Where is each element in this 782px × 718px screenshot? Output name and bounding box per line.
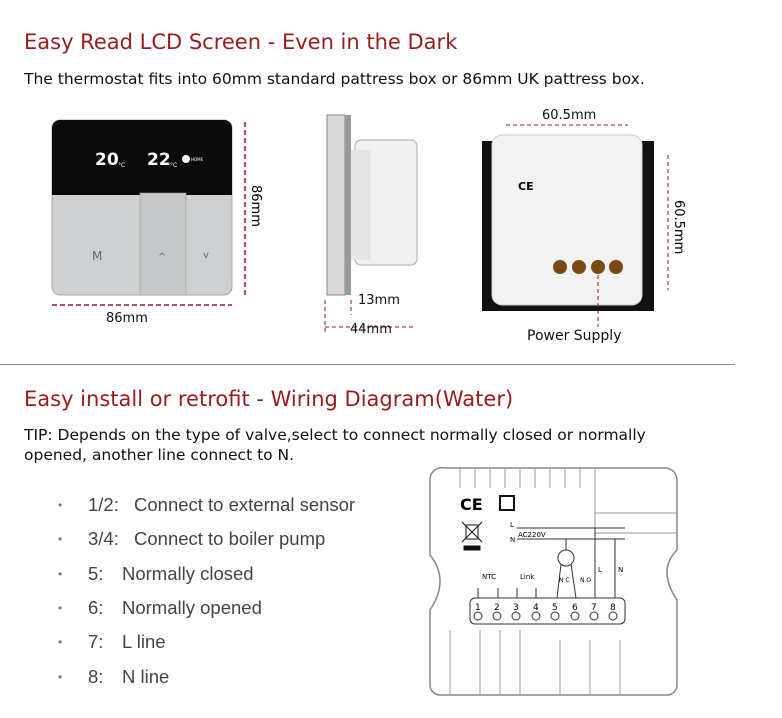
terminal-number: 1/2:: [88, 494, 119, 516]
line-l-label: L: [598, 566, 602, 574]
n-label: N: [510, 536, 515, 544]
set-unit: °C: [170, 162, 177, 169]
tip-line-1: TIP: Depends on the type of valve,select…: [24, 426, 646, 444]
list-item: •3/4:Connect to boiler pump: [58, 528, 326, 550]
set-temperature: 22: [147, 150, 171, 170]
thermostat-back-view: CE 60.5mm: [482, 124, 686, 327]
list-item: •1/2:Connect to external sensor: [58, 494, 356, 516]
mode-label: HOME: [191, 157, 204, 162]
terminal-description: N line: [122, 665, 170, 687]
terminal-number: 5:: [88, 562, 104, 584]
section-divider: [0, 364, 735, 365]
terminal-3: 3: [513, 603, 519, 613]
terminal-5: 5: [552, 603, 558, 613]
terminal-description: Normally closed: [122, 562, 254, 584]
pattress-note: The thermostat fits into 60mm standard p…: [24, 70, 645, 88]
nc-label: N C: [559, 577, 570, 584]
list-item: •8:N line: [58, 665, 170, 687]
terminal-description: Connect to boiler pump: [134, 528, 326, 550]
terminal-number: 7:: [88, 631, 104, 653]
terminal-description: Connect to external sensor: [134, 494, 356, 516]
terminal-2: 2: [494, 603, 500, 613]
mode-button[interactable]: M: [92, 249, 102, 263]
weee-bin-icon: [461, 521, 483, 551]
terminal-list: •1/2:Connect to external sensor •3/4:Con…: [58, 488, 355, 694]
tip-line-2: opened, another line connect to N.: [24, 446, 295, 464]
terminal-number: 8:: [88, 665, 104, 687]
section-title-wiring: Easy install or retrofit - Wiring Diagra…: [24, 387, 514, 411]
ntc-label: NTC: [482, 573, 496, 581]
link-label: Link: [520, 573, 535, 581]
double-insulation-icon: [499, 495, 515, 511]
list-item: •7:L line: [58, 631, 166, 653]
svg-text:CE: CE: [518, 180, 534, 193]
thermostat-front-view: 20 22 °C °C HOME M ^ v 86mm: [51, 119, 263, 306]
ce-mark: CE: [460, 495, 483, 514]
home-icon: [182, 155, 190, 163]
list-item: •5:Normally closed: [58, 562, 254, 584]
line-n-label: N: [618, 566, 623, 574]
section-title-lcd: Easy Read LCD Screen - Even in the Dark: [24, 30, 458, 54]
wiring-diagram: CE L N AC220V NTC Link N C N O L N 1 2 3…: [429, 466, 678, 696]
terminal-description: L line: [122, 631, 166, 653]
terminal-1: 1: [475, 603, 481, 613]
back-height-label: 60.5mm: [671, 200, 686, 254]
depth-label: 13mm: [358, 293, 400, 308]
up-button[interactable]: ^: [158, 252, 166, 263]
thermostat-side-view: [324, 114, 418, 333]
power-supply-label: Power Supply: [527, 328, 622, 344]
width-label: 86mm: [106, 311, 148, 326]
terminal-7: 7: [591, 603, 597, 613]
terminal-8: 8: [610, 603, 616, 613]
list-item: •6:Normally opened: [58, 597, 262, 619]
l-label: L: [510, 521, 514, 529]
terminal-number: 6:: [88, 597, 104, 619]
total-depth-label: 44mm: [350, 322, 392, 337]
room-unit: °C: [118, 162, 125, 169]
down-button[interactable]: v: [203, 250, 209, 261]
room-temperature: 20: [95, 150, 119, 170]
back-width-label: 60.5mm: [542, 108, 597, 123]
terminal-description: Normally opened: [122, 597, 262, 619]
voltage-label: AC220V: [518, 531, 546, 539]
height-label: 86mm: [248, 185, 263, 227]
terminal-4: 4: [533, 603, 539, 613]
terminal-number: 3/4:: [88, 528, 119, 550]
terminal-block: 1 2 3 4 5 6 7 8: [475, 603, 616, 613]
terminal-6: 6: [572, 603, 578, 613]
no-label: N O: [580, 577, 591, 584]
